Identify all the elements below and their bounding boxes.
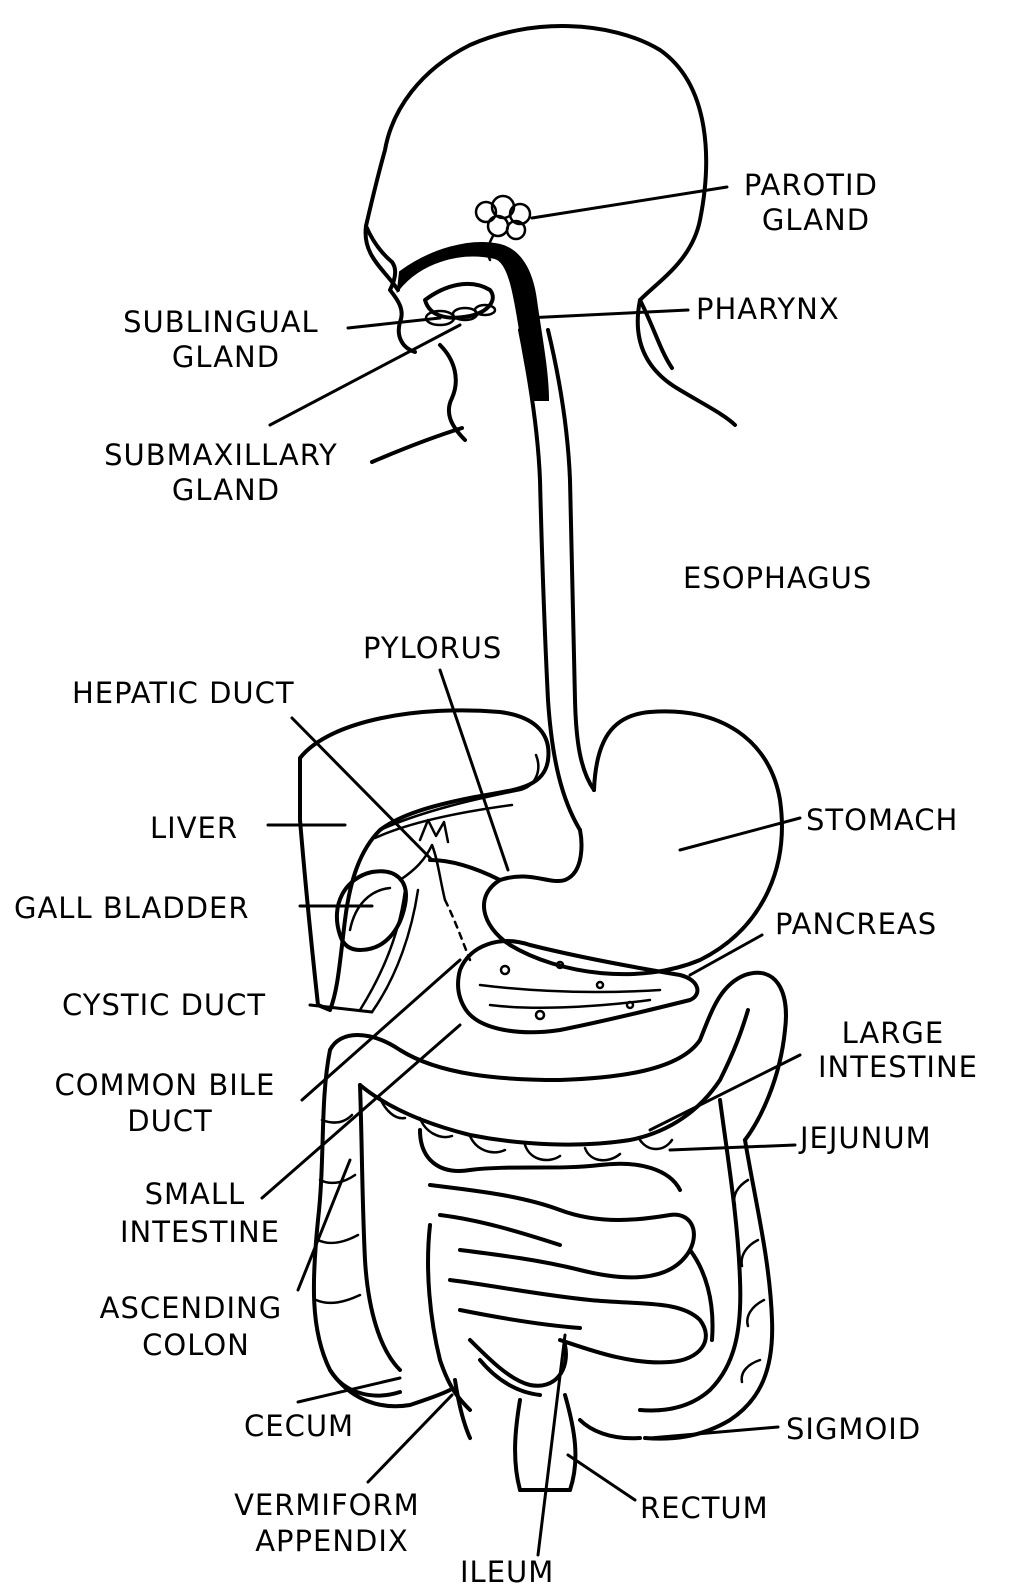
leader-vermiform-appendix <box>368 1395 452 1482</box>
label-large-intestine: LARGE INTESTINE <box>818 1016 978 1084</box>
label-esophagus: ESOPHAGUS <box>683 561 872 595</box>
leader-jejunum <box>670 1145 795 1150</box>
rectum-shape <box>515 1395 640 1490</box>
label-stomach: STOMACH <box>806 803 958 837</box>
leader-hepatic-duct <box>292 718 432 860</box>
leader-cecum <box>298 1378 400 1402</box>
label-parotid-gland: PAROTID GLAND <box>744 168 888 237</box>
bile-ducts <box>360 820 470 1012</box>
leader-parotid <box>532 187 727 218</box>
label-ileum: ILEUM <box>460 1555 554 1589</box>
label-pancreas: PANCREAS <box>775 907 937 941</box>
label-ascending-colon: ASCENDING COLON <box>100 1291 293 1362</box>
esophagus-tube <box>520 330 594 830</box>
leader-common-bile-duct <box>302 960 460 1100</box>
label-pylorus: PYLORUS <box>363 631 502 665</box>
head-outline <box>366 26 735 462</box>
leader-rectum <box>568 1455 635 1500</box>
stomach-shape <box>430 711 782 974</box>
label-cystic-duct: CYSTIC DUCT <box>62 988 266 1022</box>
label-vermiform-appendix: VERMIFORM APPENDIX <box>234 1488 430 1558</box>
label-sigmoid: SIGMOID <box>786 1412 921 1446</box>
small-intestine-shape <box>420 1130 713 1410</box>
label-gall-bladder: GALL BLADDER <box>14 891 250 925</box>
leader-pharynx <box>526 310 688 318</box>
leader-submaxillary <box>270 325 460 425</box>
leader-ascending-colon <box>298 1160 350 1290</box>
leader-ileum <box>538 1335 565 1555</box>
leader-pylorus <box>440 670 508 870</box>
leader-pancreas <box>690 935 762 975</box>
label-hepatic-duct: HEPATIC DUCT <box>72 676 295 710</box>
leader-sublingual <box>348 318 440 328</box>
label-common-bile-duct: COMMON BILE DUCT <box>54 1068 285 1138</box>
label-submaxillary-gland: SUBMAXILLARY GLAND <box>104 438 348 507</box>
label-sublingual-gland: SUBLINGUAL GLAND <box>123 305 329 374</box>
pancreas-shape <box>458 941 697 1032</box>
label-cecum: CECUM <box>244 1409 354 1443</box>
label-small-intestine: SMALL INTESTINE <box>120 1177 280 1249</box>
label-liver: LIVER <box>150 811 238 845</box>
label-pharynx: PHARYNX <box>696 292 840 326</box>
liver-shape <box>300 710 548 1010</box>
label-jejunum: JEJUNUM <box>798 1121 932 1155</box>
label-rectum: RECTUM <box>640 1491 769 1525</box>
